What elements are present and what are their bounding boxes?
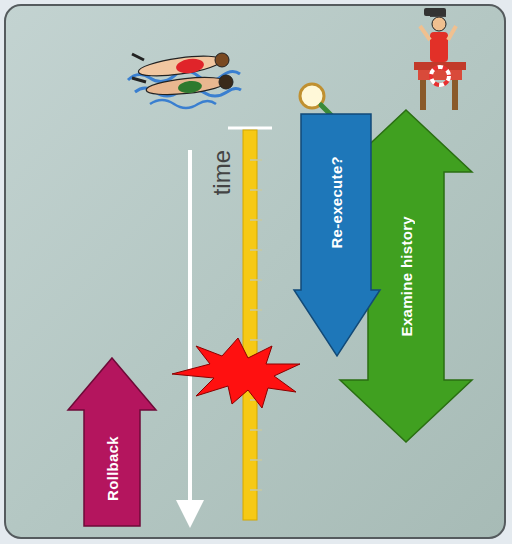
crash-starburst: [172, 338, 300, 408]
arrow-label: Re-execute?: [328, 156, 345, 249]
arrow-label: Examine history: [398, 216, 415, 336]
magnifier-icon: [300, 84, 332, 116]
swimmers-clipart: [128, 52, 241, 108]
time-arrowhead: [176, 500, 204, 528]
down-arrow: Re-execute?: [294, 114, 380, 356]
arrow-outline: [294, 114, 380, 356]
axis-label: time: [208, 150, 236, 195]
time-arrow: [188, 150, 192, 502]
up-arrow: Rollback: [68, 358, 156, 526]
text-area: Examine history: [368, 172, 444, 380]
arrow-outline: [68, 358, 156, 526]
text-area: Re-execute?: [301, 114, 371, 290]
arrow-label: Rollback: [104, 436, 121, 501]
panel: [5, 5, 505, 538]
lifeguard-clipart: [414, 8, 466, 110]
text-area: Rollback: [84, 410, 140, 526]
